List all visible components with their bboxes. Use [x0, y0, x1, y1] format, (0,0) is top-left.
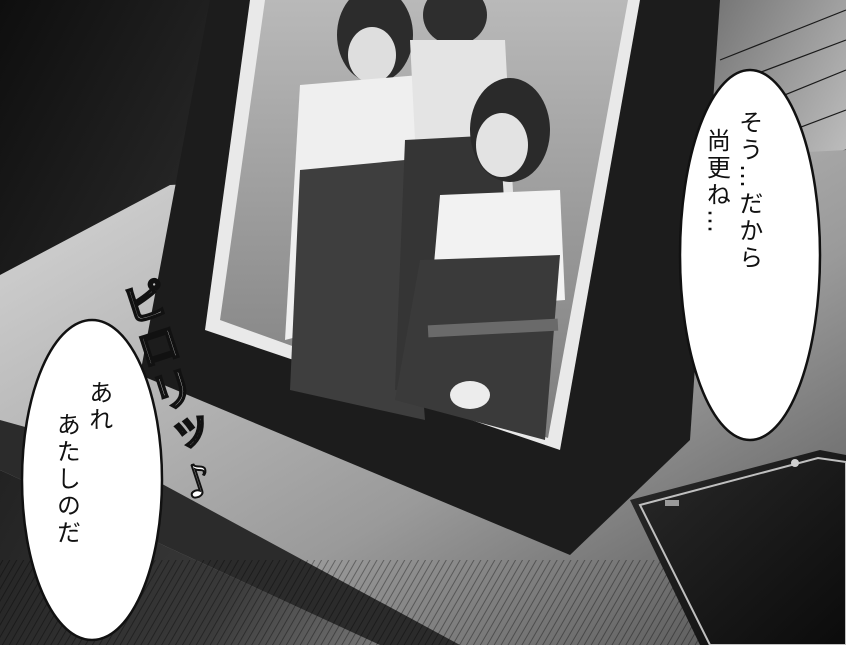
- speech-text-left: あれ あたしのだ: [50, 380, 115, 630]
- speech-bubble-left: [20, 318, 164, 642]
- speech-text-right: そう…だから 尚更ね…: [700, 110, 765, 410]
- battery-icon: [665, 500, 679, 506]
- speech-bubble-right: [678, 68, 822, 442]
- speech-line: 尚更ね…: [702, 128, 731, 236]
- speech-line: あれ: [84, 380, 113, 434]
- speech-line: あたしのだ: [52, 412, 81, 547]
- phone-camera: [791, 459, 799, 467]
- speech-line: そう…だから: [734, 110, 763, 272]
- photo-figures: [285, 0, 565, 440]
- photo-frame: [140, 0, 720, 555]
- smartphone: [630, 450, 846, 645]
